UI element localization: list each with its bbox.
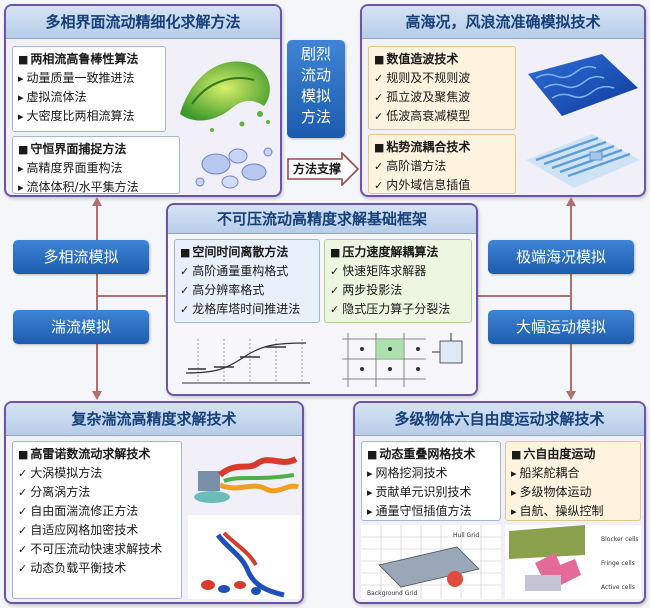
- robust-algorithm-heading: 两相流高鲁棒性算法: [18, 50, 161, 69]
- six-dof-panel: 多级物体六自由度运动求解技术 动态重叠网格技术 网格挖洞技术 贡献单元识别技术 …: [353, 401, 646, 604]
- turbulence-panel-title: 复杂湍流高精度求解技术: [6, 403, 302, 436]
- connector-left: [96, 206, 98, 392]
- wave-generation-heading: 数值造波技术: [374, 50, 511, 69]
- high-reynolds-box: 高雷诺数流动求解技术 大涡模拟方法 分离涡方法 自由面湍流修正方法 自适应网格加…: [12, 441, 182, 599]
- overset-mesh-image: Hull Grid Background Grid: [361, 525, 501, 599]
- background-grid-label: Background Grid: [367, 590, 417, 597]
- turbulence-sim-pill: 湍流模拟: [13, 310, 149, 344]
- wave-generation-box: 数值造波技术 规则及不规则波 孤立波及聚焦波 低波高衰减模型: [368, 46, 516, 130]
- list-item: 船桨舵耦合: [511, 464, 636, 483]
- discretization-box: 空间时间离散方法 高阶通量重构格式 高分辨率格式 龙格库塔时间推进法: [174, 239, 320, 323]
- multiphase-sim-pill: 多相流模拟: [13, 240, 149, 274]
- arrow-down-right: [566, 391, 576, 400]
- wake-contour-image: [188, 515, 300, 599]
- viscous-potential-heading: 粘势流耦合技术: [374, 138, 511, 157]
- list-item: 高阶谱方法: [374, 157, 511, 176]
- list-item: 高精度界面重构法: [18, 159, 175, 178]
- extreme-sea-pill: 极端海况模拟: [488, 240, 634, 274]
- discretization-heading: 空间时间离散方法: [180, 243, 315, 262]
- list-item: 自由面湍流修正方法: [18, 502, 177, 521]
- overset-grid-box: 动态重叠网格技术 网格挖洞技术 贡献单元识别技术 通量守恒插值方法: [361, 441, 501, 521]
- list-item: 网格挖洞技术: [367, 464, 496, 483]
- arrow-up-left: [92, 197, 102, 206]
- six-dof-motion-heading: 六自由度运动: [511, 445, 636, 464]
- list-item: 高分辨率格式: [180, 281, 315, 300]
- wave-tank-image: [526, 134, 640, 188]
- large-motion-pill: 大幅运动模拟: [488, 310, 634, 344]
- multiphase-panel-title: 多相界面流动精细化求解方法: [6, 6, 280, 39]
- framework-title: 不可压流动高精度求解基础框架: [168, 205, 476, 234]
- reconstruction-diagram: [182, 339, 310, 384]
- list-item: 龙格库塔时间推进法: [180, 300, 315, 319]
- arrow-up-right: [566, 197, 576, 206]
- arrow-down-left: [92, 391, 102, 400]
- viscous-potential-box: 粘势流耦合技术 高阶谱方法 内外域信息插值: [368, 134, 516, 194]
- blocker-cells-label: Blocker cells: [601, 536, 639, 543]
- method-support-label: 方法支撑: [292, 162, 341, 176]
- list-item: 贡献单元识别技术: [367, 483, 496, 502]
- interface-capture-box: 守恒界面捕捉方法 高精度界面重构法 流体体积/水平集方法: [12, 136, 180, 194]
- list-item: 隐式压力算子分裂法: [330, 300, 467, 319]
- breaking-wave-image: [180, 61, 270, 132]
- staggered-grid-diagram: [342, 333, 463, 387]
- wave-field-image: [528, 54, 638, 116]
- active-cells-label: Active cells: [601, 584, 635, 591]
- list-item: 两步投影法: [330, 281, 467, 300]
- list-item: 快速矩阵求解器: [330, 262, 467, 281]
- framework-panel: 不可压流动高精度求解基础框架 空间时间离散方法 高阶通量重构格式 高分辨率格式 …: [166, 203, 478, 396]
- pressure-velocity-box: 压力速度解耦算法 快速矩阵求解器 两步投影法 隐式压力算子分裂法: [324, 239, 472, 323]
- connector-h-right: [478, 295, 571, 297]
- list-item: 高阶通量重构格式: [180, 262, 315, 281]
- vortex-wake-image: [194, 456, 299, 503]
- fringe-cells-label: Fringe cells: [601, 560, 635, 567]
- overset-grid-heading: 动态重叠网格技术: [367, 445, 496, 464]
- interface-capture-heading: 守恒界面捕捉方法: [18, 140, 175, 159]
- list-item: 通量守恒插值方法: [367, 502, 496, 521]
- list-item: 大涡模拟方法: [18, 464, 177, 483]
- list-item: 动态负载平衡技术: [18, 559, 177, 578]
- six-dof-motion-box: 六自由度运动 船桨舵耦合 多级物体运动 自航、操纵控制: [505, 441, 641, 521]
- list-item: 不可压流动快速求解技术: [18, 540, 177, 559]
- list-item: 自适应网格加密技术: [18, 521, 177, 540]
- sea-state-panel: 高海况，风浪流准确模拟技术 数值造波技术 规则及不规则波 孤立波及聚焦波 低波高…: [360, 4, 646, 197]
- list-item: 分离涡方法: [18, 483, 177, 502]
- pressure-velocity-heading: 压力速度解耦算法: [330, 243, 467, 262]
- list-item: 低波高衰减模型: [374, 107, 511, 126]
- multiphase-panel: 多相界面流动精细化求解方法 两相流高鲁棒性算法 动量质量一致推进法 虚拟流体法 …: [4, 4, 282, 197]
- droplet-splash-image: [195, 147, 273, 189]
- list-item: 虚拟流体法: [18, 88, 161, 107]
- violent-flow-box: 剧烈流动模拟方法: [287, 40, 345, 138]
- propeller-cells-image: Blocker cells Fringe cells Active cells: [505, 525, 641, 599]
- list-item: 流体体积/水平集方法: [18, 178, 175, 195]
- list-item: 动量质量一致推进法: [18, 69, 161, 88]
- method-support-arrow: [287, 152, 360, 186]
- list-item: 规则及不规则波: [374, 69, 511, 88]
- turbulence-panel: 复杂湍流高精度求解技术 高雷诺数流动求解技术 大涡模拟方法 分离涡方法 自由面湍…: [4, 401, 304, 604]
- connector-h-left: [96, 295, 166, 297]
- list-item: 大密度比两相流算法: [18, 107, 161, 126]
- hull-grid-label: Hull Grid: [453, 532, 479, 539]
- violent-flow-label: 剧烈流动模拟方法: [300, 45, 331, 126]
- sea-state-panel-title: 高海况，风浪流准确模拟技术: [362, 6, 644, 39]
- list-item: 自航、操纵控制: [511, 502, 636, 521]
- list-item: 多级物体运动: [511, 483, 636, 502]
- list-item: 内外域信息插值: [374, 176, 511, 195]
- connector-right: [570, 206, 572, 392]
- robust-algorithm-box: 两相流高鲁棒性算法 动量质量一致推进法 虚拟流体法 大密度比两相流算法: [12, 46, 166, 132]
- six-dof-panel-title: 多级物体六自由度运动求解技术: [355, 403, 644, 436]
- list-item: 孤立波及聚焦波: [374, 88, 511, 107]
- high-reynolds-heading: 高雷诺数流动求解技术: [18, 445, 177, 464]
